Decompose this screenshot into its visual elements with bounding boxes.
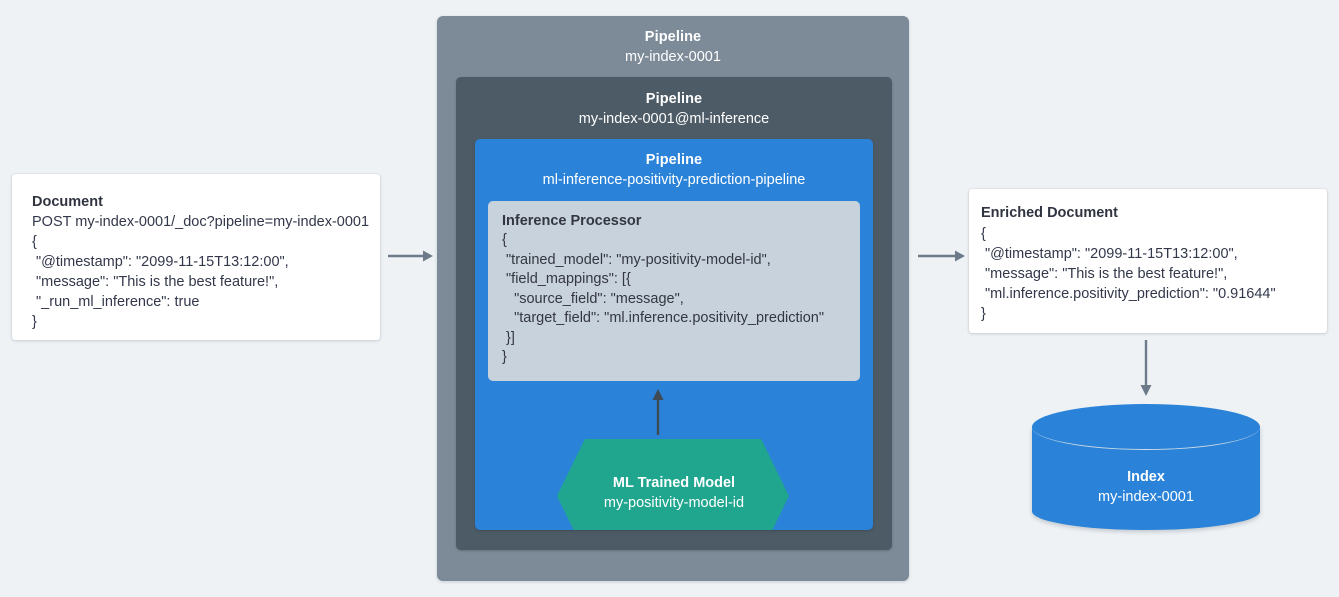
ml-trained-model-title: ML Trained Model — [612, 475, 736, 491]
inference-processor-line: "source_field": "message", — [502, 290, 684, 307]
pipeline-outer-header: Pipeline my-index-0001 — [437, 28, 909, 67]
pipeline-outer-my-index-0001: Pipeline my-index-0001 Pipeline my-index… — [437, 16, 909, 581]
ml-trained-model-hexagon — [557, 439, 789, 530]
enriched-document-line: "ml.inference.positivity_prediction": "0… — [981, 286, 1276, 302]
inference-processor-title: Inference Processor — [502, 213, 642, 229]
index-label: Index my-index-0001 — [1032, 467, 1260, 508]
pipeline-inner-name: ml-inference-positivity-prediction-pipel… — [542, 172, 806, 188]
arrow-enriched-to-index-icon — [1139, 340, 1153, 396]
pipeline-inner-positivity-prediction: Pipeline ml-inference-positivity-predict… — [475, 139, 873, 530]
pipeline-inner-header: Pipeline ml-inference-positivity-predict… — [475, 151, 873, 190]
pipeline-mid-ml-inference: Pipeline my-index-0001@ml-inference Pipe… — [456, 77, 892, 550]
document-card: Document POST my-index-0001/_doc?pipelin… — [12, 174, 380, 340]
index-cylinder-top — [1032, 404, 1260, 450]
enriched-document-line: "message": "This is the best feature!", — [981, 266, 1228, 282]
enriched-document-card: Enriched Document { "@timestamp": "2099-… — [969, 189, 1327, 333]
ml-trained-model-label: ML Trained Model my-positivity-model-id — [475, 473, 873, 513]
inference-processor-line: } — [502, 349, 507, 365]
document-card-line: POST my-index-0001/_doc?pipeline=my-inde… — [32, 214, 370, 230]
inference-processor-box: Inference Processor { "trained_model": "… — [488, 201, 860, 381]
pipeline-outer-name: my-index-0001 — [625, 49, 721, 65]
index-name: my-index-0001 — [1098, 489, 1194, 505]
pipeline-mid-title: Pipeline — [645, 91, 703, 107]
enriched-document-line: "@timestamp": "2099-11-15T13:12:00", — [981, 246, 1238, 262]
document-card-line: { — [32, 234, 37, 250]
pipeline-outer-title: Pipeline — [644, 29, 702, 45]
enriched-document-title: Enriched Document — [981, 205, 1118, 221]
pipeline-inner-title: Pipeline — [645, 152, 703, 168]
ml-trained-model-name: my-positivity-model-id — [603, 495, 745, 511]
enriched-document-line: } — [981, 306, 986, 322]
index-cylinder: Index my-index-0001 — [1032, 404, 1260, 530]
document-card-line: "_run_ml_inference": true — [32, 294, 200, 310]
document-card-line: } — [32, 314, 37, 330]
document-card-line: "@timestamp": "2099-11-15T13:12:00", — [32, 254, 289, 270]
pipeline-mid-name: my-index-0001@ml-inference — [578, 111, 770, 127]
arrow-document-to-pipeline-icon — [388, 249, 434, 263]
document-card-line: "message": "This is the best feature!", — [32, 274, 279, 290]
arrow-model-to-processor-icon — [651, 389, 665, 435]
pipeline-mid-header: Pipeline my-index-0001@ml-inference — [456, 90, 892, 129]
arrow-pipeline-to-enriched-icon — [918, 249, 966, 263]
index-title: Index — [1127, 469, 1165, 485]
inference-processor-line: { — [502, 232, 507, 248]
inference-processor-line: "trained_model": "my-positivity-model-id… — [502, 251, 771, 268]
enriched-document-line: { — [981, 226, 986, 242]
inference-processor-line: "field_mappings": [{ — [502, 271, 631, 287]
inference-processor-line: }] — [502, 329, 515, 346]
document-card-title: Document — [32, 194, 103, 210]
inference-processor-line: "target_field": "ml.inference.positivity… — [502, 310, 825, 326]
